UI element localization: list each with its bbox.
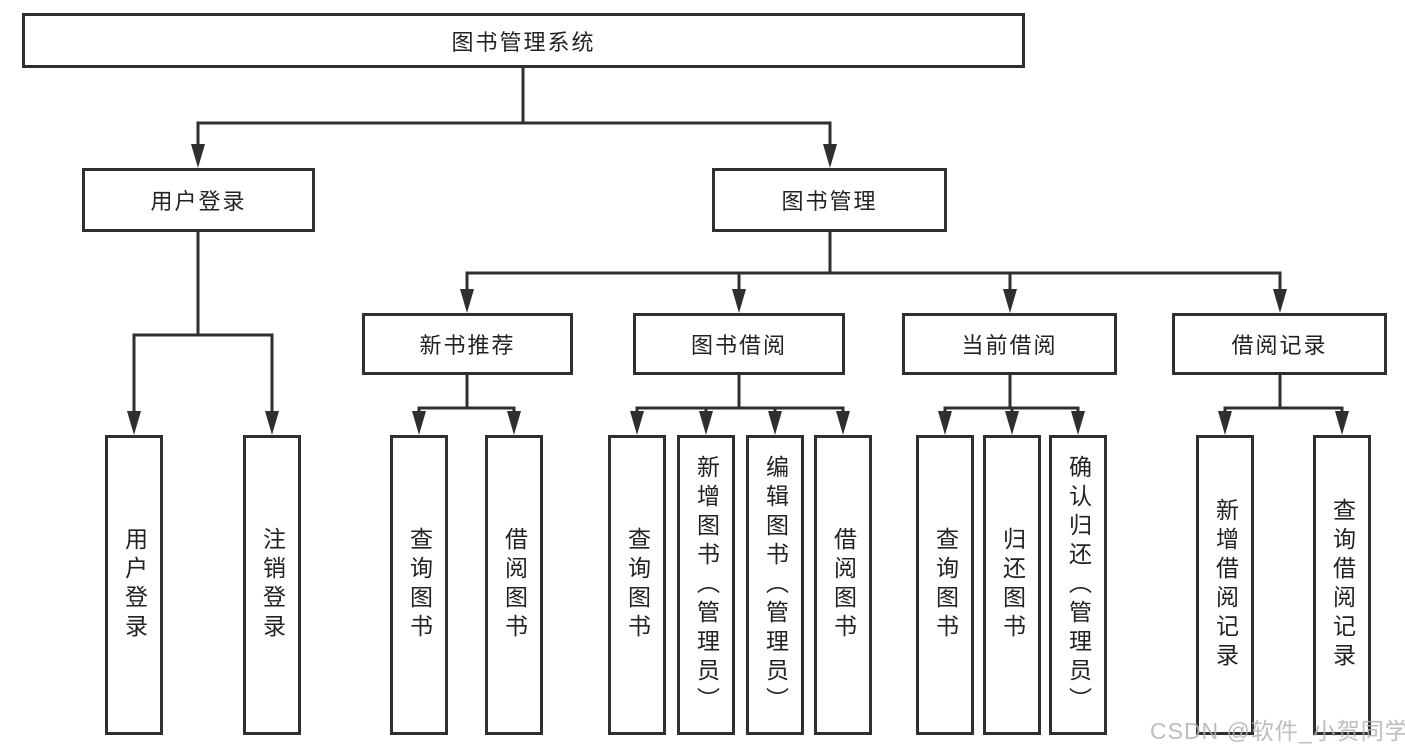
leaf-logout-label: 注销登录: [259, 527, 286, 643]
node-book-management-label: 图书管理: [781, 189, 878, 214]
node-user-login-label: 用户登录: [150, 189, 247, 214]
leaf-query-borrow-record: 查询借阅记录: [1313, 435, 1371, 735]
leaf-query-book-1-label: 查询图书: [406, 527, 433, 643]
leaf-edit-book-admin: 编辑图书（管理员）: [746, 435, 804, 735]
leaf-add-book-admin-label: 新增图书（管理员）: [693, 454, 720, 716]
leaf-borrow-book-1: 借阅图书: [485, 435, 543, 735]
leaf-user-login-label: 用户登录: [121, 527, 148, 643]
node-new-book-recommend: 新书推荐: [362, 313, 573, 375]
node-borrowing-records: 借阅记录: [1172, 313, 1387, 375]
node-book-management: 图书管理: [712, 168, 947, 232]
leaf-query-book-1: 查询图书: [390, 435, 448, 735]
node-root-label: 图书管理系统: [451, 29, 596, 55]
node-current-borrowing: 当前借阅: [902, 313, 1117, 375]
leaf-logout: 注销登录: [243, 435, 301, 735]
leaf-add-borrow-record: 新增借阅记录: [1196, 435, 1254, 735]
node-root-library-system: 图书管理系统: [22, 13, 1025, 68]
leaf-return-book: 归还图书: [983, 435, 1041, 735]
leaf-return-book-label: 归还图书: [999, 527, 1026, 643]
leaf-borrow-book-2: 借阅图书: [814, 435, 872, 735]
leaf-borrow-book-2-label: 借阅图书: [830, 527, 857, 643]
node-book-borrowing-label: 图书借阅: [690, 333, 787, 358]
leaf-query-book-2: 查询图书: [608, 435, 666, 735]
leaf-add-borrow-record-label: 新增借阅记录: [1212, 498, 1239, 672]
leaf-confirm-return-admin-label: 确认归还（管理员）: [1065, 454, 1092, 716]
leaf-confirm-return-admin: 确认归还（管理员）: [1049, 435, 1107, 735]
arrowheads: [127, 144, 1349, 435]
csdn-watermark: CSDN @软件_小贺同学: [1150, 718, 1405, 744]
node-user-login: 用户登录: [82, 168, 315, 232]
leaf-borrow-book-1-label: 借阅图书: [501, 527, 528, 643]
node-current-borrowing-label: 当前借阅: [961, 333, 1058, 358]
node-book-borrowing: 图书借阅: [633, 313, 845, 375]
leaf-edit-book-admin-label: 编辑图书（管理员）: [762, 454, 789, 716]
leaf-query-book-2-label: 查询图书: [624, 527, 651, 643]
leaf-query-book-3-label: 查询图书: [932, 527, 959, 643]
leaf-add-book-admin: 新增图书（管理员）: [677, 435, 735, 735]
leaf-user-login: 用户登录: [105, 435, 163, 735]
node-borrowing-records-label: 借阅记录: [1231, 333, 1328, 358]
leaf-query-book-3: 查询图书: [916, 435, 974, 735]
leaf-query-borrow-record-label: 查询借阅记录: [1329, 498, 1356, 672]
node-new-book-recommend-label: 新书推荐: [419, 333, 516, 358]
